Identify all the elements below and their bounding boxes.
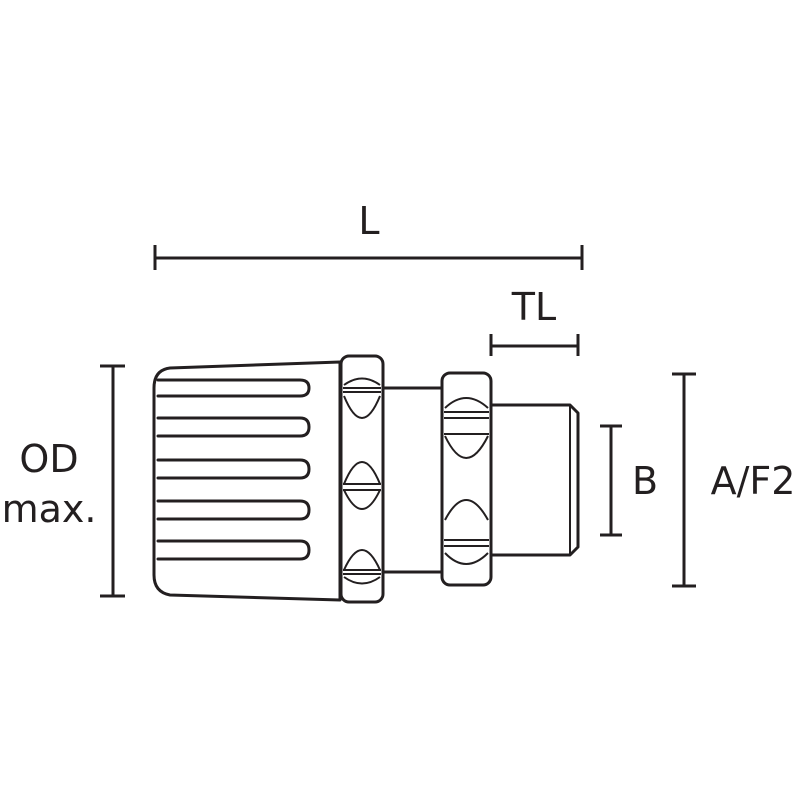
knurl-groove (156, 416, 311, 438)
dimension-thread-length: TL (489, 285, 580, 356)
hex-nut-left-face (343, 395, 381, 419)
hex-nut-right-outline (440, 371, 493, 587)
bore-label: B (632, 459, 658, 503)
od-label-line2: max. (2, 487, 97, 531)
thread-length-label: TL (511, 285, 556, 329)
hex-nut-right-chamfer (444, 552, 489, 565)
hex-nut-left-face (343, 461, 381, 485)
hex-nut-left-outline (339, 354, 385, 604)
threaded-spigot-outline (489, 403, 580, 557)
threaded-spigot (489, 403, 580, 557)
hex-nut-right-face (444, 435, 489, 459)
length-label: L (358, 199, 379, 243)
dimension-outer-diameter: OD max. (2, 364, 125, 598)
knurl-groove (156, 458, 311, 480)
across-flats-label: A/F2 (711, 459, 796, 503)
hex-nut-left-face (343, 549, 381, 571)
hex-nut-left-chamfer (343, 377, 381, 386)
hex-nut-right-face (444, 499, 489, 521)
connecting-body (381, 386, 444, 574)
hex-nut-left (339, 354, 385, 604)
knurl-groove (156, 378, 311, 398)
hex-nut-right (440, 371, 493, 587)
dimension-bore: B (600, 424, 658, 537)
dimension-length: L (153, 199, 584, 270)
od-label-line1: OD (19, 437, 78, 481)
knurl-groove (156, 539, 311, 561)
hex-nut-left-face (343, 489, 381, 510)
knurl-groove (156, 499, 311, 521)
dimension-across-flats: A/F2 (672, 372, 796, 588)
knurled-cap (152, 360, 342, 602)
hex-nut-right-chamfer (444, 397, 489, 409)
hex-nut-left-chamfer (343, 576, 381, 585)
knurled-cap-outline (152, 360, 342, 602)
